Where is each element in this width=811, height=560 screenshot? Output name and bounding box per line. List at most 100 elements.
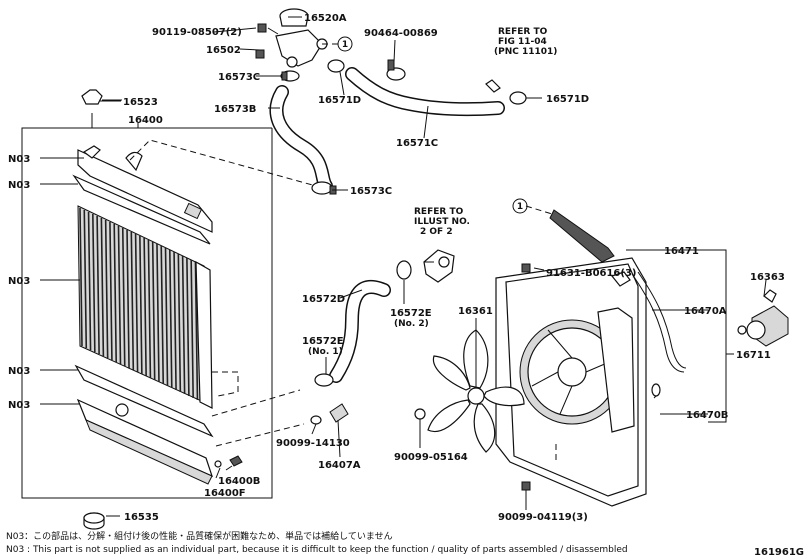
clip-16572e-no2 xyxy=(396,260,412,280)
label-16572e-no1: 16572E xyxy=(302,336,344,347)
note-japanese: N03：この部品は、分解・組付け後の性能・品質確保が困難なため、単品では補給して… xyxy=(6,530,393,542)
radiator-fin xyxy=(168,249,173,389)
circle-ref-1-top: 1 xyxy=(342,40,348,50)
drain-cock-16407a xyxy=(310,403,349,425)
radiator-fin xyxy=(134,233,139,373)
label-16361: 16361 xyxy=(458,306,493,317)
label-16471: 16471 xyxy=(664,246,699,257)
radiator-fin xyxy=(126,229,130,369)
radiator-hose-16573b xyxy=(269,85,333,193)
radiator-upper-tank xyxy=(77,145,213,233)
radiator-fin xyxy=(117,225,122,365)
radiator-fin xyxy=(104,219,109,359)
radiator-fin xyxy=(96,215,100,355)
label-16573c-top: 16573C xyxy=(218,72,260,83)
label-16520a: 16520A xyxy=(304,13,347,24)
fan-motor-16363 xyxy=(737,289,789,347)
radiator-fin xyxy=(92,213,96,353)
label-n03-1: N03 xyxy=(8,154,30,165)
label-91631-b0616: 91631-B0616(3) xyxy=(546,268,637,279)
label-90464-00869: 90464-00869 xyxy=(364,28,438,39)
reserve-tank-cap-16471 xyxy=(525,205,631,287)
ref-illust-line1: REFER TO xyxy=(414,207,464,217)
label-16400: 16400 xyxy=(128,115,163,126)
label-n03-3: N03 xyxy=(8,276,30,287)
clip-16571d-right xyxy=(485,79,527,105)
radiator-dashed-callout xyxy=(212,371,239,397)
water-inlet-16502 xyxy=(255,8,328,68)
label-90099-04119: 90099-04119(3) xyxy=(498,512,588,523)
radiator-fin xyxy=(194,261,199,401)
radiator-fin xyxy=(143,237,147,377)
radiator-fin xyxy=(130,231,135,371)
illustration-id: 161961G xyxy=(754,547,804,558)
label-16400b: 16400B xyxy=(218,476,260,487)
radiator-fin xyxy=(177,253,182,393)
label-16535: 16535 xyxy=(124,512,159,523)
fan-shroud-16711 xyxy=(495,257,647,507)
radiator-cap-16523 xyxy=(81,89,122,105)
drain-dashed-callout xyxy=(215,423,305,447)
label-90099-14130: 90099-14130 xyxy=(276,438,350,449)
radiator-hose-16572d xyxy=(329,280,391,383)
label-16502: 16502 xyxy=(206,45,241,56)
label-16571c: 16571C xyxy=(396,138,438,149)
radiator-fin xyxy=(121,227,126,367)
bracket-16711 xyxy=(708,249,727,423)
label-16572d: 16572D xyxy=(302,294,345,305)
bolt-90099-05164 xyxy=(414,408,426,448)
label-16407a: 16407A xyxy=(318,460,361,471)
radiator-fin xyxy=(151,241,156,381)
radiator-fin xyxy=(186,257,190,397)
label-16400f: 16400F xyxy=(204,488,246,499)
bolt-91631-b0616 xyxy=(521,263,531,273)
clip-90464 xyxy=(386,59,406,81)
radiator-fin xyxy=(190,259,194,399)
radiator-support-cushion-16535 xyxy=(83,512,105,530)
label-n03-4: N03 xyxy=(8,366,30,377)
radiator-assembly-box xyxy=(21,113,273,499)
drain-plug-16400b xyxy=(214,455,243,468)
radiator-fin xyxy=(113,223,118,363)
label-90099-05164: 90099-05164 xyxy=(394,452,468,463)
leader-lines xyxy=(40,16,767,517)
radiator-core xyxy=(77,205,213,409)
radiator-lower-tank xyxy=(76,398,213,485)
reserve-tank-hose-16470b xyxy=(651,383,661,399)
clip-16572e-no1 xyxy=(314,373,334,387)
label-16571d-left: 16571D xyxy=(318,95,361,106)
label-no1: (No. 1) xyxy=(308,347,343,357)
lower-hose-dashed-callout xyxy=(211,389,301,417)
label-16523: 16523 xyxy=(123,97,158,108)
radiator-fin xyxy=(79,207,83,347)
radiator-fin xyxy=(181,255,186,395)
ref-fig-line1: REFER TO xyxy=(498,27,548,37)
label-no2: (No. 2) xyxy=(394,319,429,329)
label-16470b: 16470B xyxy=(686,410,728,421)
radiator-fin xyxy=(173,251,177,391)
label-16363: 16363 xyxy=(750,272,785,283)
radiator-upper-gasket xyxy=(72,174,211,245)
water-outlet xyxy=(423,249,455,283)
label-16571d-right: 16571D xyxy=(546,94,589,105)
ref-fig-line2: FIG 11-04 xyxy=(498,37,547,47)
clip-16573c-top xyxy=(280,70,300,82)
radiator-fin xyxy=(156,243,160,383)
label-16573b: 16573B xyxy=(214,104,256,115)
circle-ref-1-right: 1 xyxy=(517,202,523,212)
label-n03-5: N03 xyxy=(8,400,30,411)
clip-16571d-left xyxy=(327,59,345,73)
radiator-fin xyxy=(160,245,165,385)
note-english: N03 : This part is not supplied as an in… xyxy=(6,545,628,555)
radiator-fin xyxy=(139,235,143,375)
radiator-fin xyxy=(87,211,92,351)
radiator-lower-gasket xyxy=(74,364,214,438)
clip-16573c-bottom xyxy=(311,181,337,195)
upper-tank-dashed-callout xyxy=(129,139,317,187)
radiator-fin xyxy=(100,217,105,357)
label-16711: 16711 xyxy=(736,350,771,361)
label-n03-2: N03 xyxy=(8,180,30,191)
label-16573c-bottom: 16573C xyxy=(350,186,392,197)
radiator-fin xyxy=(109,221,113,361)
